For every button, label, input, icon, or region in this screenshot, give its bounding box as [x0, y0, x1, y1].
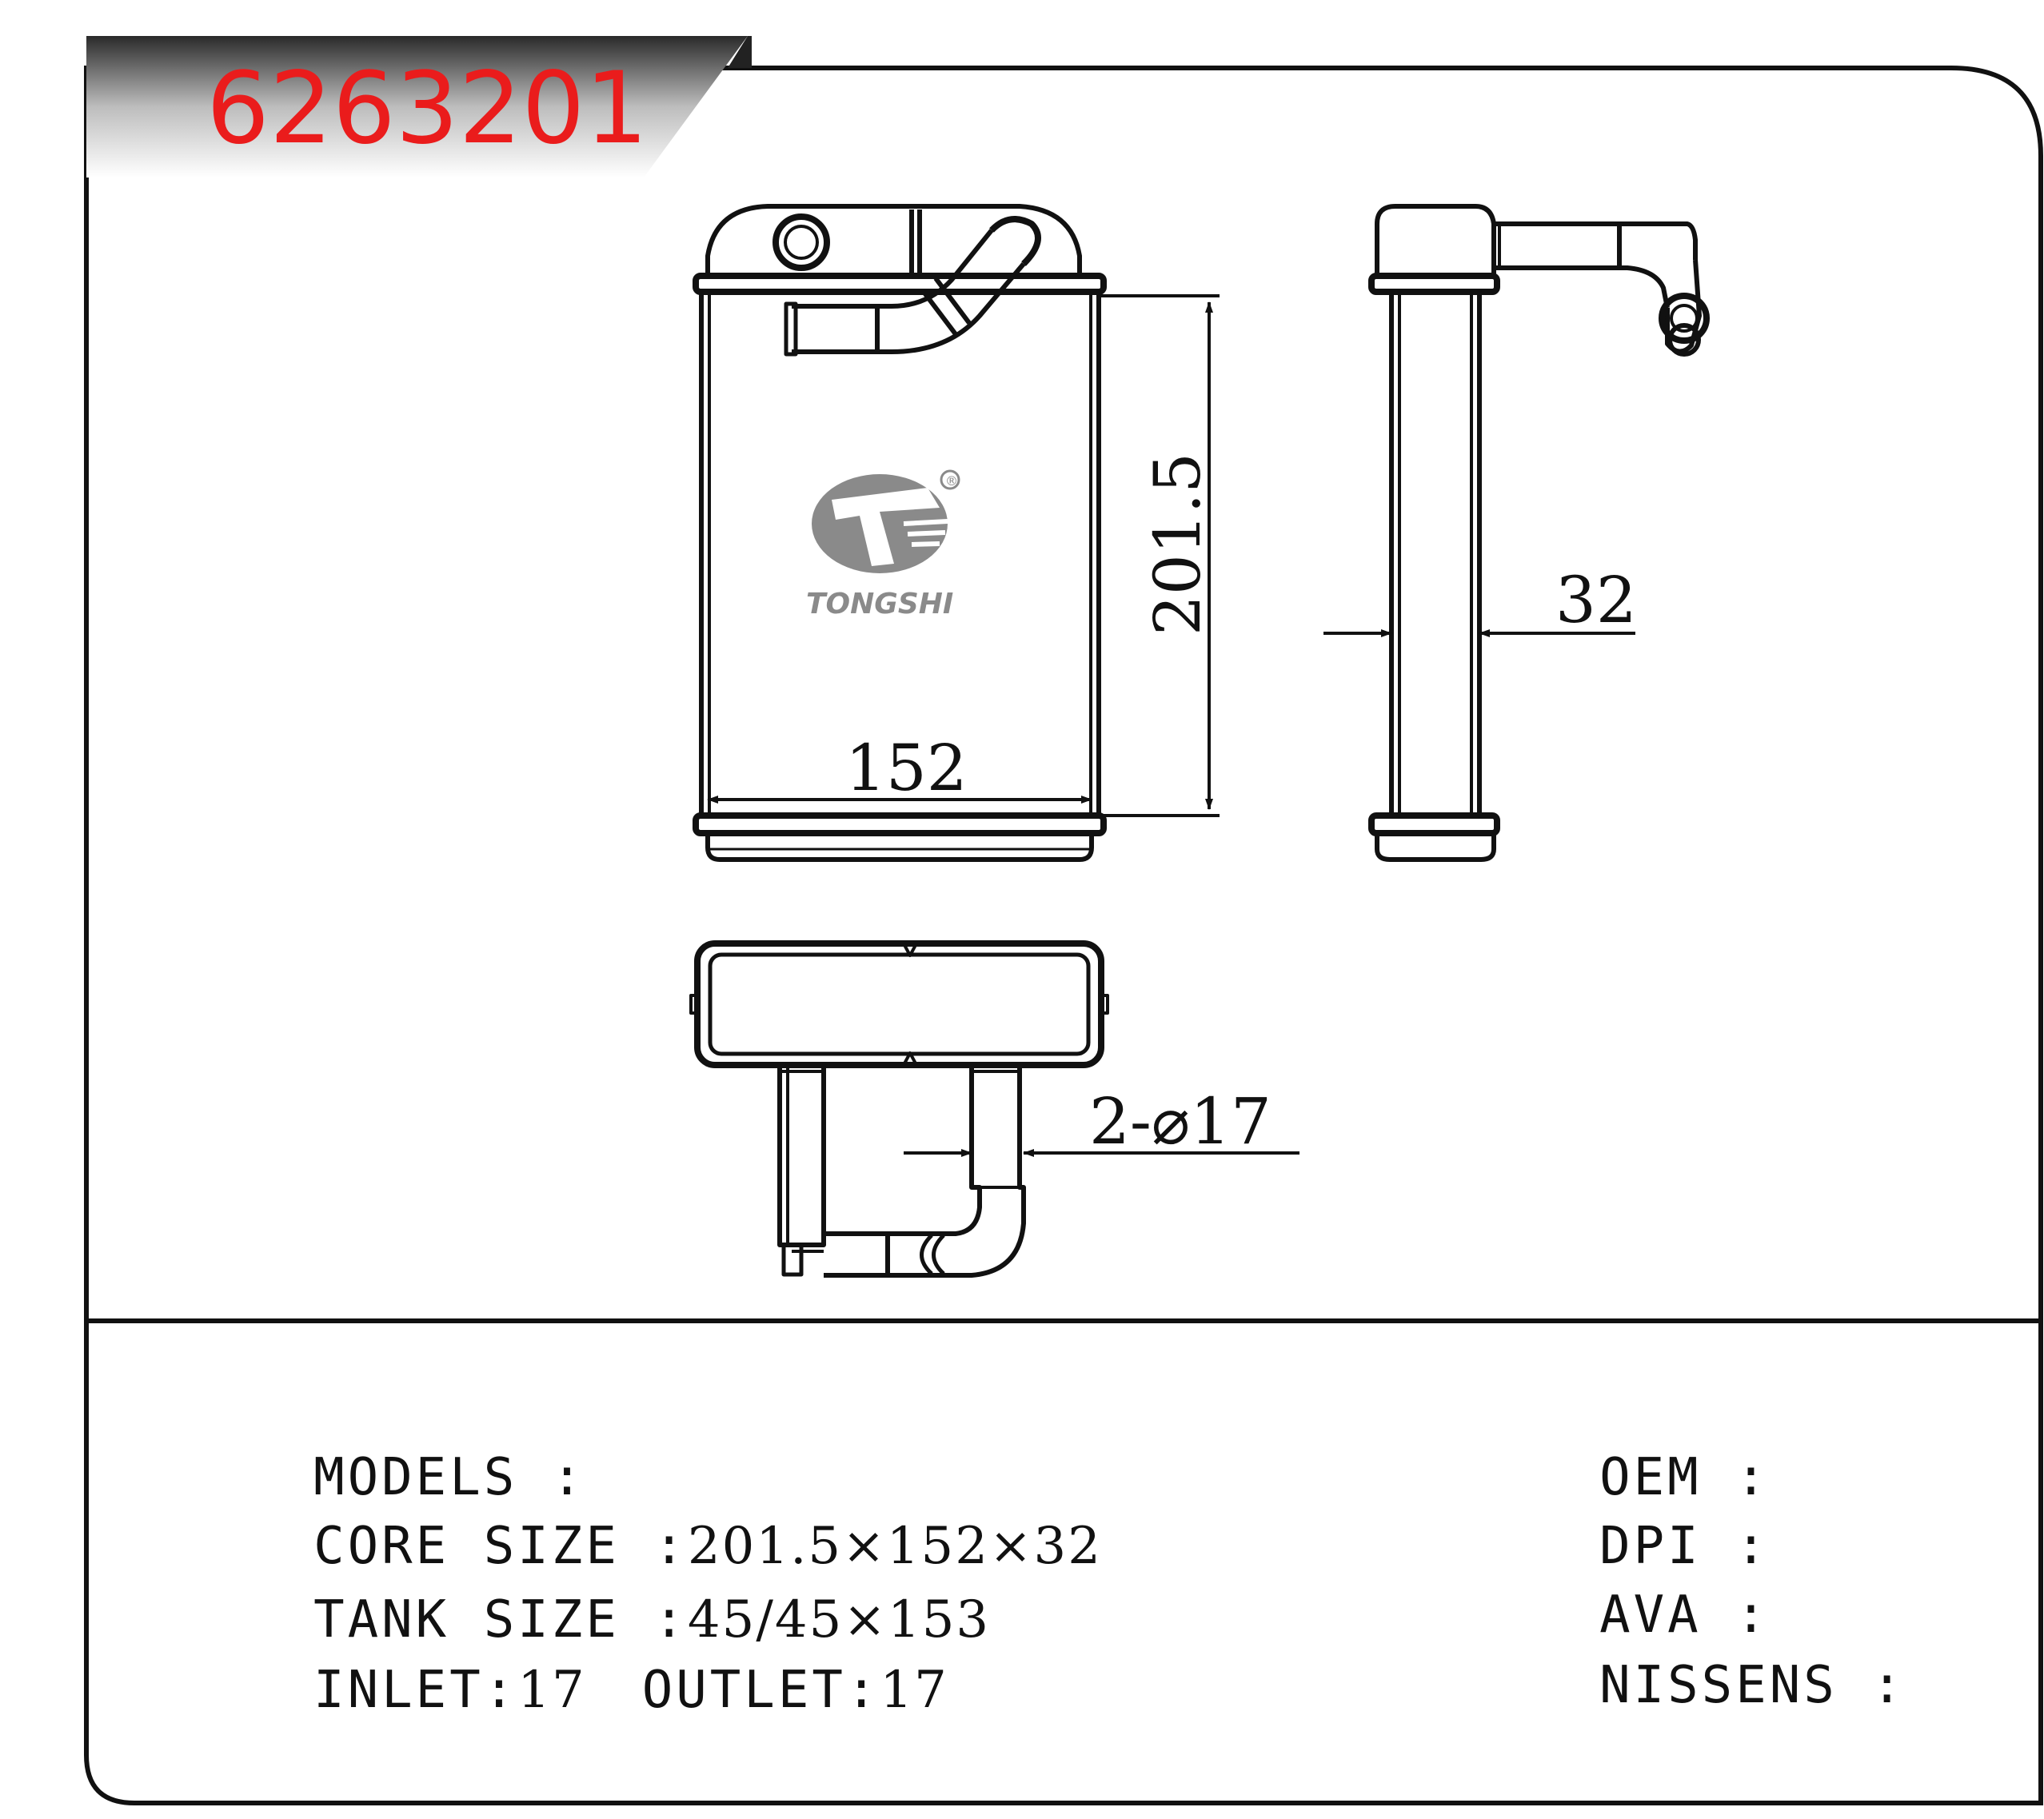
- models-label: MODELS :: [313, 1448, 586, 1507]
- tank-size-label: TANK SIZE :: [313, 1590, 688, 1649]
- height-label: 201.5: [1140, 453, 1215, 636]
- drawing-frame: [84, 66, 2043, 1805]
- registered-mark: ®: [945, 473, 958, 489]
- inlet-value: 17: [517, 1661, 586, 1720]
- spec-ava: AVA :: [1531, 1538, 1770, 1641]
- heater-core-front-view: [693, 204, 1107, 862]
- height-dimension: [1099, 294, 1220, 817]
- spec-nissens: NISSENS :: [1531, 1609, 1906, 1711]
- outlet-label: OUTLET:: [641, 1661, 880, 1720]
- dpi-label: DPI :: [1599, 1517, 1770, 1576]
- part-number: 6263201: [206, 51, 648, 166]
- core-size-label: CORE SIZE :: [313, 1517, 688, 1576]
- brand-name: TONGSHI: [806, 588, 953, 620]
- spec-models: MODELS :: [246, 1401, 585, 1503]
- part-number-banner: 6263201: [86, 36, 752, 178]
- core-size-value: 201.5×152×32: [687, 1517, 1102, 1576]
- heater-core-bottom-view: [689, 940, 1109, 1278]
- inlet-label: INLET:: [313, 1661, 518, 1720]
- heater-core-side-view: [1368, 204, 1710, 862]
- oem-label: OEM :: [1599, 1448, 1770, 1507]
- pipe-diameter-label: 2-⌀17: [1089, 1084, 1272, 1159]
- spec-tank-size: TANK SIZE :45/45×153: [246, 1543, 990, 1645]
- tank-size-value: 45/45×153: [687, 1590, 991, 1649]
- registered-mark-icon: [940, 469, 960, 490]
- nissens-label: NISSENS :: [1599, 1656, 1906, 1715]
- depth-label: 32: [1555, 563, 1637, 637]
- spec-core-size: CORE SIZE :201.5×152×32: [246, 1470, 1102, 1572]
- spec-oem: OEM :: [1531, 1401, 1770, 1503]
- tongshi-logo: ® TONGSHI: [806, 469, 960, 620]
- outlet-value: 17: [880, 1661, 948, 1720]
- width-label: 152: [845, 731, 968, 805]
- spec-dpi: DPI :: [1531, 1470, 1770, 1572]
- ava-label: AVA :: [1599, 1586, 1770, 1645]
